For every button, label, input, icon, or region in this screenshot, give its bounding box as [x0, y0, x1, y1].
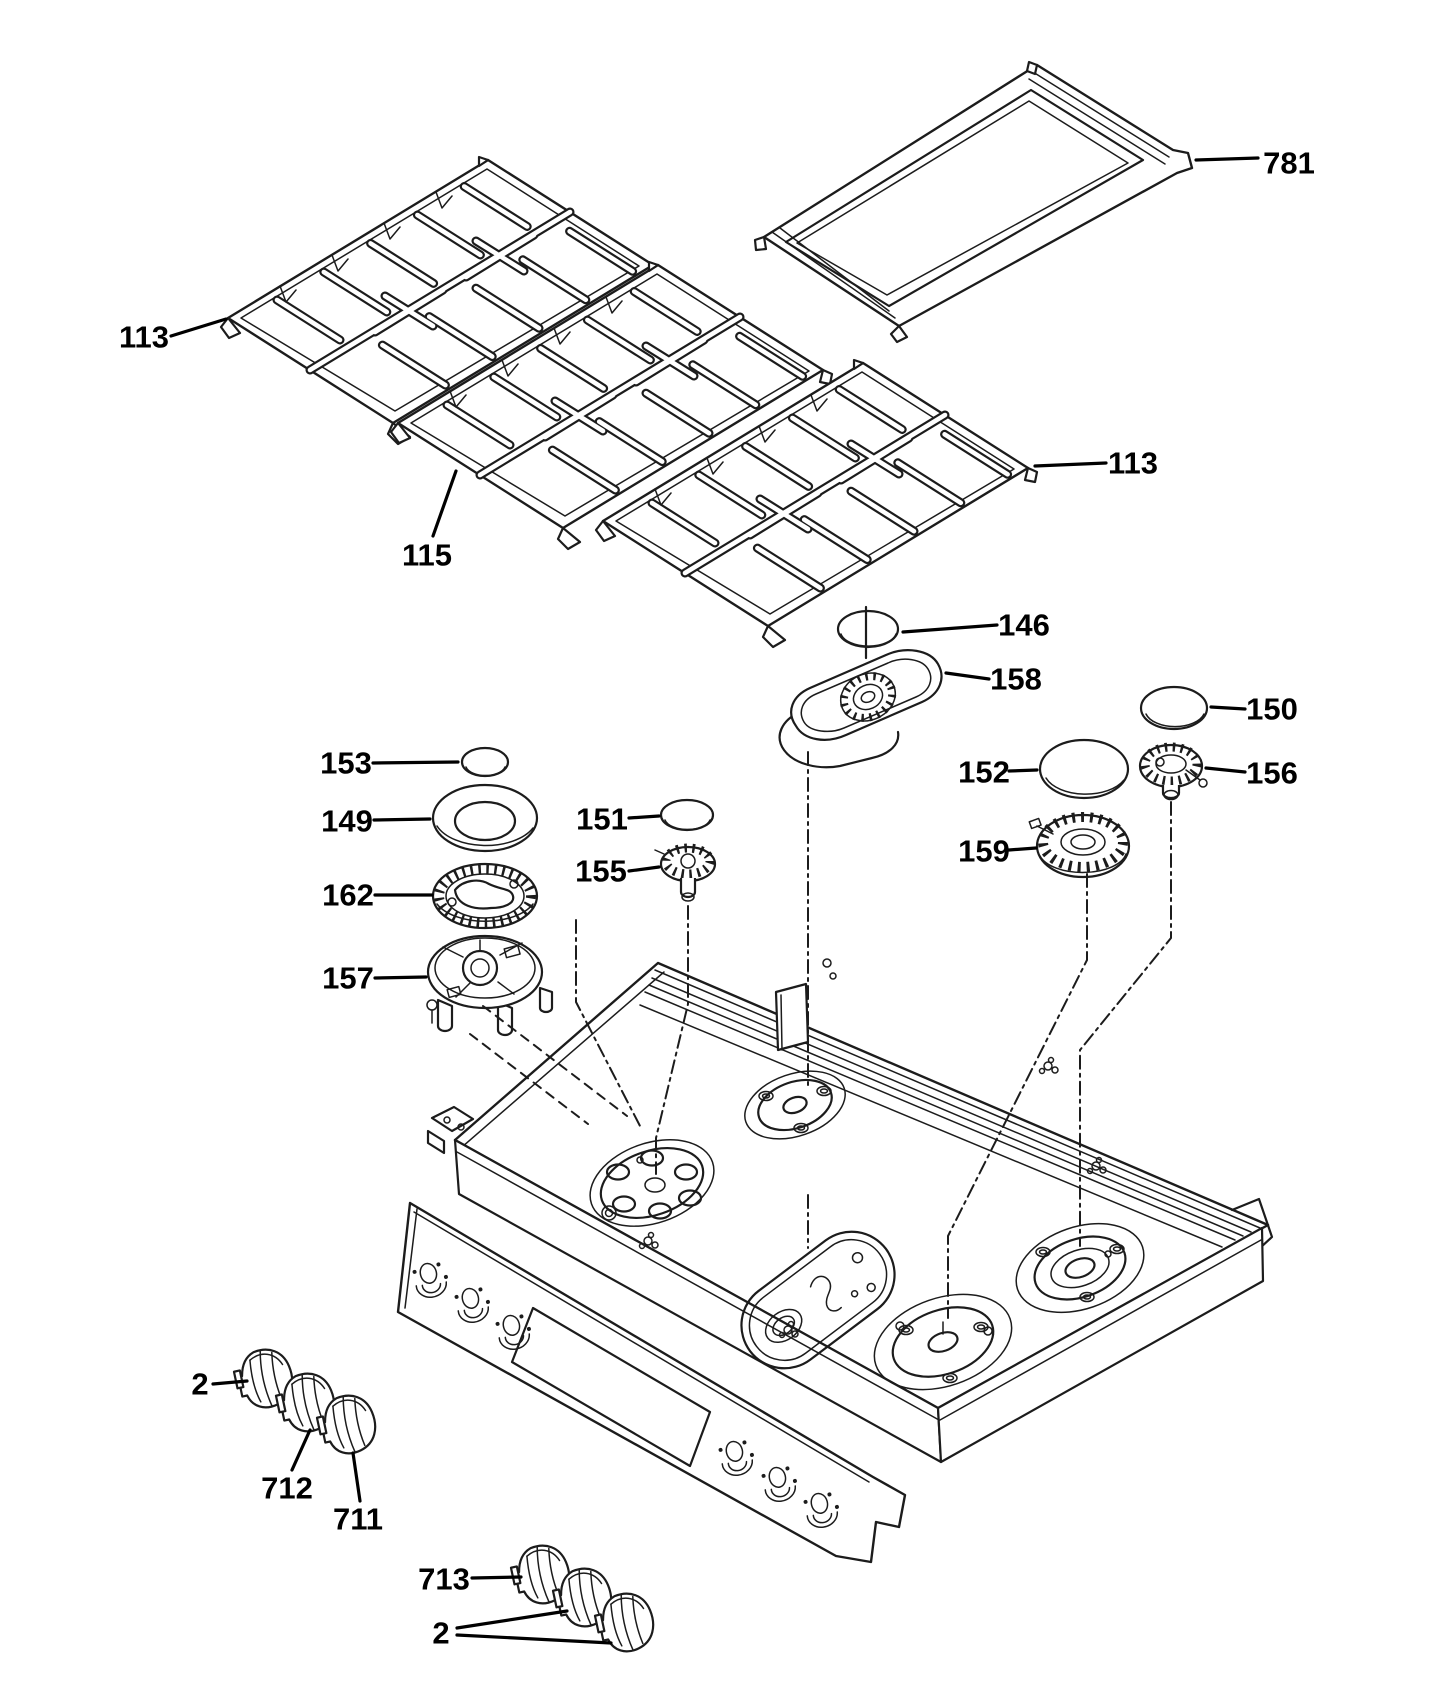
burner-base-157 [426, 934, 554, 1037]
oval-burner-assembly-158 [778, 649, 943, 769]
callout-label-149: 149 [321, 804, 373, 839]
callout-label-155: 155 [575, 854, 627, 889]
callout-label-159: 159 [958, 834, 1010, 869]
griddle [753, 60, 1194, 344]
burner-head-156 [1138, 742, 1208, 801]
callout-leader-150 [1209, 705, 1247, 711]
callout-leader-2 [455, 1633, 613, 1645]
callout-leader-151 [627, 814, 661, 820]
callout-leader-153 [371, 760, 460, 765]
callout-leader-712 [290, 1428, 312, 1472]
callout-leader-2 [211, 1379, 249, 1386]
callout-leader-152 [1007, 768, 1039, 773]
cap-151 [659, 798, 715, 832]
ring-149 [431, 783, 539, 853]
callout-label-115: 115 [402, 538, 452, 573]
callout-label-162: 162 [322, 878, 374, 913]
callout-label-712: 712 [261, 1471, 313, 1506]
callout-leader-156 [1204, 766, 1247, 774]
callout-label-711: 711 [333, 1502, 383, 1537]
callout-leader-713 [470, 1575, 523, 1580]
burner-155 [654, 843, 717, 902]
callout-leader-155 [627, 865, 661, 873]
callout-label-2: 2 [191, 1367, 208, 1402]
callout-leader-149 [372, 817, 432, 822]
front-burner-opening [873, 1293, 1013, 1391]
callout-labels: 781 113 115 113 146 158 150 153 152 156 149 151 159 1… [119, 146, 1315, 1651]
callout-leader-113 [169, 317, 228, 338]
burner-ring-162 [431, 862, 539, 930]
right-burner-opening [1015, 1222, 1145, 1314]
control-panel [396, 1201, 907, 1564]
cap-146 [836, 605, 900, 660]
leader-lines [169, 156, 1260, 1645]
center-oval-opening [740, 1230, 896, 1370]
left-burner-opening [589, 1139, 715, 1227]
callout-leader-159 [1007, 846, 1038, 852]
back-burner-opening [744, 1070, 846, 1140]
callout-leader-157 [373, 975, 428, 980]
callout-label-713: 713 [418, 1562, 470, 1597]
callout-label-150: 150 [1246, 692, 1298, 727]
assembly-axis-lines [469, 751, 1172, 1319]
callout-leader-146 [901, 623, 999, 634]
callout-label-113: 113 [1108, 446, 1158, 481]
callout-label-151: 151 [576, 802, 628, 837]
callout-leader-115 [431, 469, 458, 538]
callout-label-113: 113 [119, 320, 169, 355]
callout-leader-2 [455, 1609, 569, 1630]
callout-label-153: 153 [320, 746, 372, 781]
callout-leader-711 [351, 1451, 362, 1503]
burner-head-159 [1028, 812, 1131, 879]
callout-label-157: 157 [322, 961, 374, 996]
callout-label-781: 781 [1263, 146, 1315, 181]
callout-leader-158 [944, 671, 991, 681]
callout-label-152: 152 [958, 755, 1010, 790]
callout-label-2: 2 [432, 1616, 449, 1651]
callout-leader-781 [1194, 156, 1260, 162]
callout-label-146: 146 [998, 608, 1050, 643]
callout-leader-113 [1033, 461, 1108, 468]
cap-153 [460, 746, 510, 778]
callout-label-156: 156 [1246, 756, 1298, 791]
cap-152 [1038, 738, 1130, 800]
cap-150 [1139, 685, 1209, 731]
callout-label-158: 158 [990, 662, 1042, 697]
